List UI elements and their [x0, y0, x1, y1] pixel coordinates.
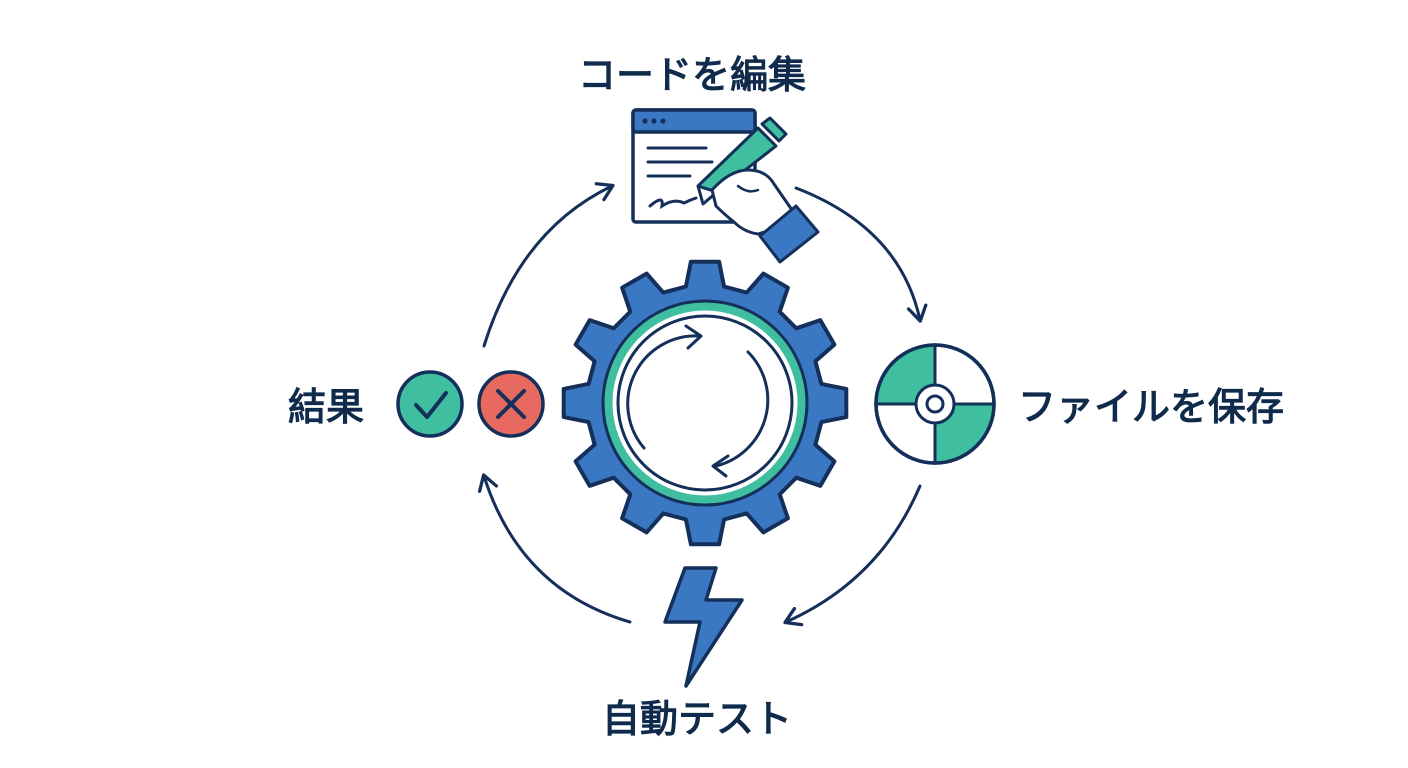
- step-label-save: ファイルを保存: [1018, 385, 1285, 429]
- gear-ring-outline: [601, 299, 809, 507]
- step-label-result: 結果: [288, 385, 365, 429]
- arrow-edit-to-save: [794, 186, 928, 323]
- refresh-arrows-icon: [626, 324, 770, 478]
- lightning-bolt-icon: [663, 566, 744, 688]
- editor-titlebar: [631, 108, 757, 134]
- check-circle-icon: [396, 370, 464, 438]
- gear-refresh-icon: [561, 259, 849, 547]
- arrow-save-to-test: [783, 484, 922, 627]
- arrow-result-to-edit: [482, 182, 615, 348]
- step-label-edit: コードを編集: [578, 53, 807, 97]
- disc-icon: [874, 343, 996, 465]
- cycle-arrows: [477, 182, 928, 627]
- code-editor-with-pen-icon: [631, 108, 820, 264]
- arrow-test-to-result: [477, 473, 632, 624]
- x-circle-icon: [477, 370, 545, 438]
- step-label-test: 自動テスト: [602, 697, 793, 741]
- sleeve-cuff: [758, 204, 820, 264]
- gear-hole: [616, 314, 794, 492]
